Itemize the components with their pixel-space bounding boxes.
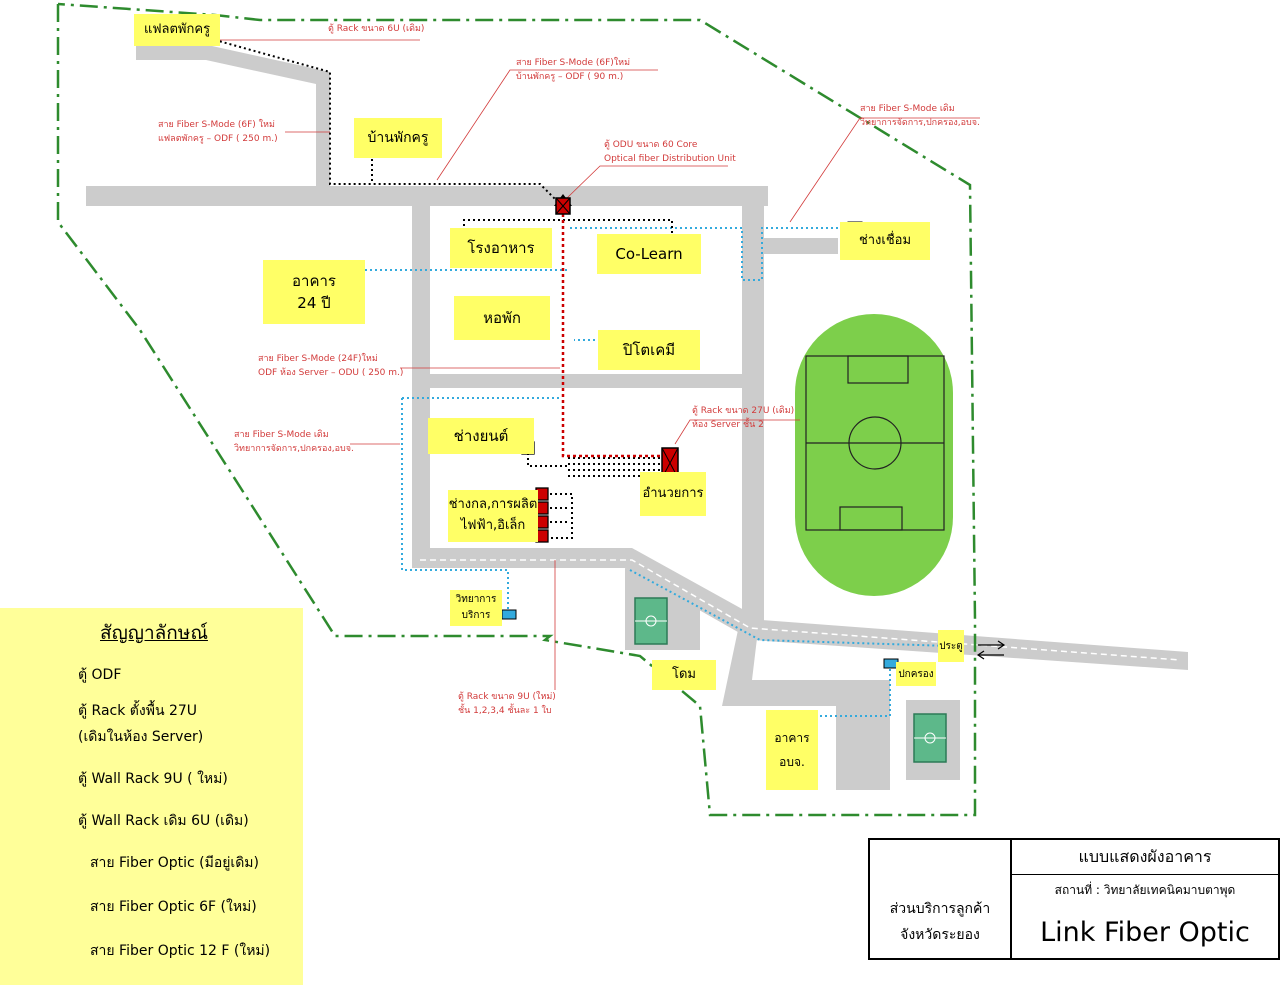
note-existing-right-line2: วิทยาการจัดการ,ปกครอง,อบจ. — [860, 118, 980, 129]
building-teacher-house: บ้านพักครู — [354, 118, 442, 158]
building-mechanical: ช่างกล,การผลิต ไฟฟ้า,อิเล็ก — [448, 490, 538, 542]
building-24yr: อาคาร 24 ปี — [263, 260, 365, 324]
note-fiber-house-line1: สาย Fiber S-Mode (6F)ใหม่ — [516, 58, 631, 68]
building-service-line1: วิทยาการ — [455, 594, 497, 605]
building-gate: ประตู — [938, 630, 964, 662]
note-odu: ตู้ ODU ขนาด 60 Core Optical fiber Distr… — [604, 138, 736, 167]
note-rack-9u-line1: ตู้ Rack ขนาด 9U (ใหม่) — [458, 692, 556, 702]
court-west — [634, 597, 668, 645]
note-fiber-flat: สาย Fiber S-Mode (6F) ใหม่ แฟลตพักครู – … — [158, 118, 278, 147]
gate-arrows — [976, 640, 1006, 660]
legend-wall6u: ตู้ Wall Rack เดิม 6U (เดิม) — [78, 813, 249, 829]
building-petrochem: ปิโตเคมี — [598, 330, 700, 370]
legend: สัญญาลักษณ์ ตู้ ODF ตู้ Rack ตั้งพื้น 27… — [0, 608, 303, 985]
building-obj-line2: อบจ. — [779, 755, 805, 769]
fiber-6f-lines — [214, 39, 673, 539]
dept-line2: จังหวัดระยอง — [900, 927, 980, 943]
note-rack-27u-line2: ห้อง Server ชั้น 2 — [692, 420, 764, 431]
fiber-12f-lines — [561, 214, 665, 458]
building-obj-line1: อาคาร — [774, 731, 810, 745]
building-service: วิทยาการ บริการ — [450, 590, 502, 626]
roads — [86, 46, 1188, 790]
dept-line1: ส่วนบริการลูกค้า — [889, 901, 991, 917]
building-flat: แฟลตพักครู — [134, 14, 220, 46]
football-field — [795, 314, 953, 596]
building-obj: อาคาร อบจ. — [766, 710, 818, 790]
note-existing-left-line2: วิทยาการจัดการ,ปกครอง,อบจ. — [234, 444, 354, 455]
building-service-line2: บริการ — [461, 610, 491, 621]
legend-fiber-6f: สาย Fiber Optic 6F (ใหม่) — [90, 899, 257, 915]
note-odu-line1: ตู้ ODU ขนาด 60 Core — [604, 140, 698, 150]
note-fiber-24f-line2: ODF ห้อง Server – ODU ( 250 m.) — [258, 368, 404, 379]
note-fiber-flat-line2: แฟลตพักครู – ODF ( 250 m.) — [158, 134, 278, 145]
title-project: Link Fiber Optic — [1040, 916, 1250, 948]
note-rack-27u: ตู้ Rack ขนาด 27U (เดิม) ห้อง Server ชั้… — [692, 404, 794, 433]
building-mechanical-line1: ช่างกล,การผลิต — [448, 497, 538, 513]
building-dorm: หอพัก — [454, 296, 550, 340]
legend-rack27-line2: (เดิมในห้อง Server) — [78, 729, 204, 745]
building-admin: อำนวยการ — [640, 472, 706, 516]
note-existing-right: สาย Fiber S-Mode เดิม วิทยาการจัดการ,ปกค… — [860, 102, 980, 131]
building-colearn: Co-Learn — [597, 234, 701, 274]
note-rack-27u-line1: ตู้ Rack ขนาด 27U (เดิม) — [692, 406, 795, 416]
road-welding — [764, 238, 838, 254]
legend-odf: ตู้ ODF — [78, 667, 122, 683]
legend-fiber-12f: สาย Fiber Optic 12 F (ใหม่) — [90, 943, 271, 959]
building-dome: โดม — [652, 660, 716, 690]
campus-boundary — [56, 2, 977, 817]
legend-rack27-line1: ตู้ Rack ตั้งพื้น 27U — [78, 703, 198, 719]
road-inner-east — [742, 196, 764, 634]
building-24yr-line2: 24 ปี — [297, 294, 331, 312]
building-mechanical-line2: ไฟฟ้า,อิเล็ก — [460, 518, 526, 533]
legend-title: สัญญาลักษณ์ — [100, 622, 208, 644]
note-fiber-flat-line1: สาย Fiber S-Mode (6F) ใหม่ — [158, 120, 275, 130]
title-block-logo-cell: ส่วนบริการลูกค้า จังหวัดระยอง — [870, 840, 1012, 958]
legend-wall9u: ตู้ Wall Rack 9U ( ใหม่) — [78, 771, 228, 787]
callout-lines — [215, 39, 980, 690]
title-place: สถานที่ : วิทยาลัยเทคนิคมาบตาพุด — [1054, 882, 1236, 897]
building-canteen: โรงอาหาร — [450, 228, 552, 268]
legend-fiber-existing: สาย Fiber Optic (มีอยู่เดิม) — [90, 855, 259, 871]
note-fiber-house: สาย Fiber S-Mode (6F)ใหม่ บ้านพักครู – O… — [516, 56, 630, 85]
court-east — [913, 713, 947, 763]
note-rack-9u: ตู้ Rack ขนาด 9U (ใหม่) ชั้น 1,2,3,4 ชั้… — [458, 690, 556, 719]
road-southeast — [722, 630, 890, 790]
note-fiber-house-line2: บ้านพักครู – ODF ( 90 m.) — [516, 72, 624, 83]
title-heading: แบบแสดงผังอาคาร — [1012, 840, 1278, 875]
note-rack-6u: ตู้ Rack ขนาด 6U (เดิม) — [328, 24, 425, 34]
note-fiber-24f-line1: สาย Fiber S-Mode (24F)ใหม่ — [258, 354, 378, 364]
road-inner-mid — [420, 374, 750, 388]
note-fiber-24f: สาย Fiber S-Mode (24F)ใหม่ ODF ห้อง Serv… — [258, 352, 403, 381]
note-existing-right-line1: สาย Fiber S-Mode เดิม — [860, 104, 955, 114]
odf-icon — [554, 194, 572, 215]
fiber-existing-lines — [360, 227, 951, 717]
note-existing-left: สาย Fiber S-Mode เดิม วิทยาการจัดการ,ปกค… — [234, 428, 354, 457]
note-existing-left-line1: สาย Fiber S-Mode เดิม — [234, 430, 329, 440]
note-rack-9u-line2: ชั้น 1,2,3,4 ชั้นละ 1 ใบ — [458, 706, 552, 717]
note-odu-line2: Optical fiber Distribution Unit — [604, 154, 736, 165]
road-centerline — [420, 559, 1181, 661]
title-block: ส่วนบริการลูกค้า จังหวัดระยอง แบบแสดงผัง… — [868, 838, 1280, 960]
building-auto: ช่างยนต์ — [428, 418, 534, 454]
track — [795, 314, 953, 596]
road-south — [412, 548, 1188, 670]
building-gov: ปกครอง — [896, 662, 936, 686]
building-24yr-line1: อาคาร — [292, 271, 336, 290]
building-welding: ช่างเชื่อม — [840, 222, 930, 260]
